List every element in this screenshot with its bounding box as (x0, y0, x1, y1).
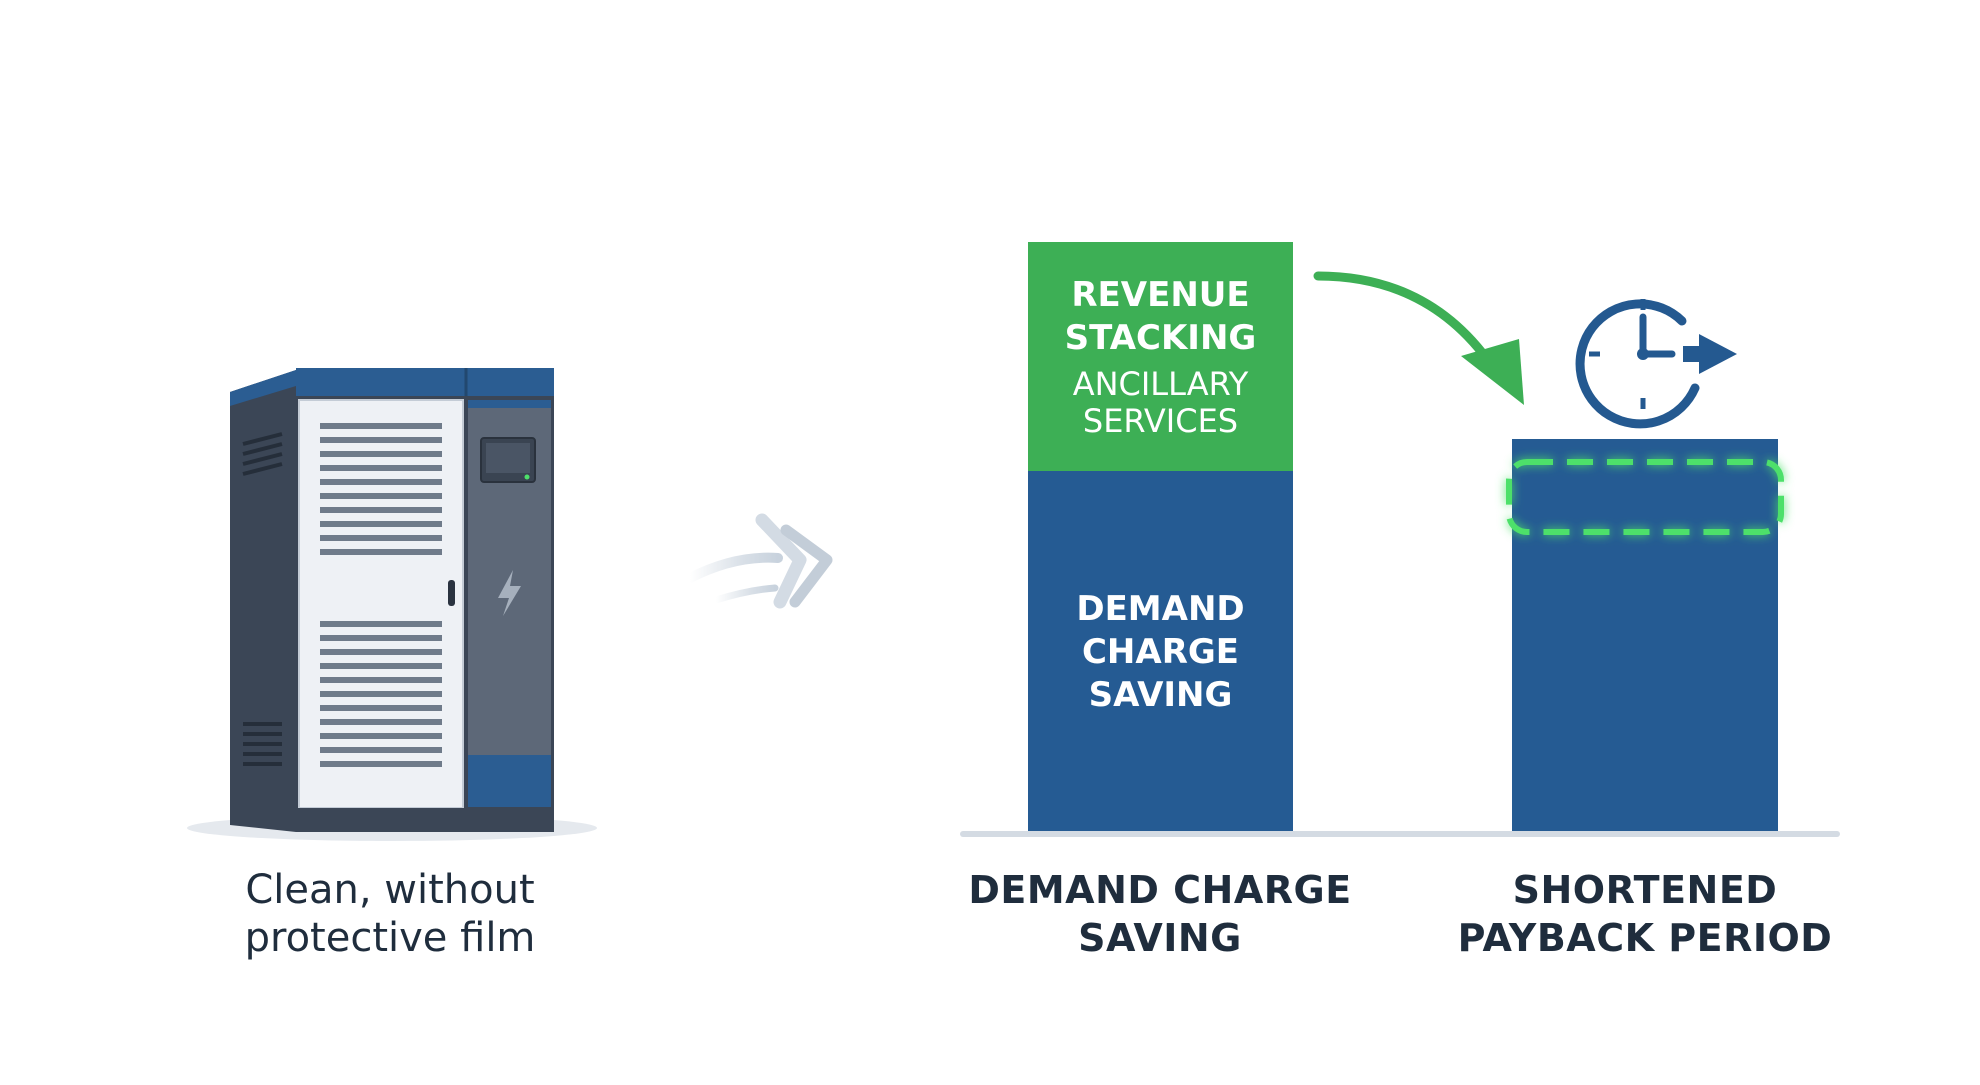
demand-charge-caption-line-2: SAVING (1078, 916, 1242, 960)
demand-charge-bar-line-1: DEMAND (1076, 589, 1245, 629)
payback-caption: SHORTENED PAYBACK PERIOD (1440, 866, 1850, 962)
revenue-stacking-label: REVENUE STACKING (1028, 274, 1293, 360)
demand-charge-bar-line-3: SAVING (1088, 675, 1233, 715)
ancillary-services-label: ANCILLARY SERVICES (1028, 366, 1293, 440)
cabinet-door (298, 399, 464, 809)
double-chevron-arrow-icon (685, 513, 833, 609)
cabinet-door-vents-lower (320, 621, 442, 767)
battery-cabinet-icon (187, 368, 597, 841)
payback-bar (1506, 439, 1784, 831)
demand-charge-caption-line-1: DEMAND CHARGE (968, 868, 1352, 912)
cabinet-top-band (296, 368, 554, 396)
cabinet-caption: Clean, without protective film (190, 866, 590, 962)
lightning-icon (498, 570, 521, 616)
demand-charge-bar-line-2: CHARGE (1081, 632, 1240, 672)
revenue-stacking-segment (1028, 242, 1293, 471)
revenue-stacking-line-1: REVENUE (1071, 275, 1250, 315)
cabinet-status-led (524, 474, 530, 480)
cabinet-caption-line-1: Clean, without (245, 867, 535, 913)
demand-charge-caption: DEMAND CHARGE SAVING (960, 866, 1360, 962)
cabinet-side-panel (230, 370, 296, 832)
payback-caption-line-1: SHORTENED (1512, 868, 1778, 912)
payback-caption-line-2: PAYBACK PERIOD (1457, 916, 1833, 960)
cabinet-side-top-band (230, 370, 296, 406)
shortened-period-highlight (1506, 459, 1784, 535)
cabinet-door-vents-upper (320, 423, 442, 555)
cabinet-caption-line-2: protective film (244, 915, 536, 961)
ancillary-services-line-2: SERVICES (1082, 402, 1239, 440)
demand-charge-segment (1028, 471, 1293, 831)
cabinet-bottom-panel (468, 755, 551, 807)
payback-bar-fill (1512, 439, 1778, 831)
revenue-stacking-line-2: STACKING (1064, 318, 1257, 358)
cabinet-door-handle (448, 580, 455, 606)
clock-arrow-icon (1575, 299, 1737, 429)
ancillary-services-line-1: ANCILLARY (1072, 365, 1249, 403)
stacked-bar (1028, 242, 1293, 831)
cabinet-side-vents (242, 432, 283, 766)
curved-arrow-icon (1313, 271, 1524, 405)
demand-charge-bar-label: DEMAND CHARGE SAVING (1028, 588, 1293, 717)
